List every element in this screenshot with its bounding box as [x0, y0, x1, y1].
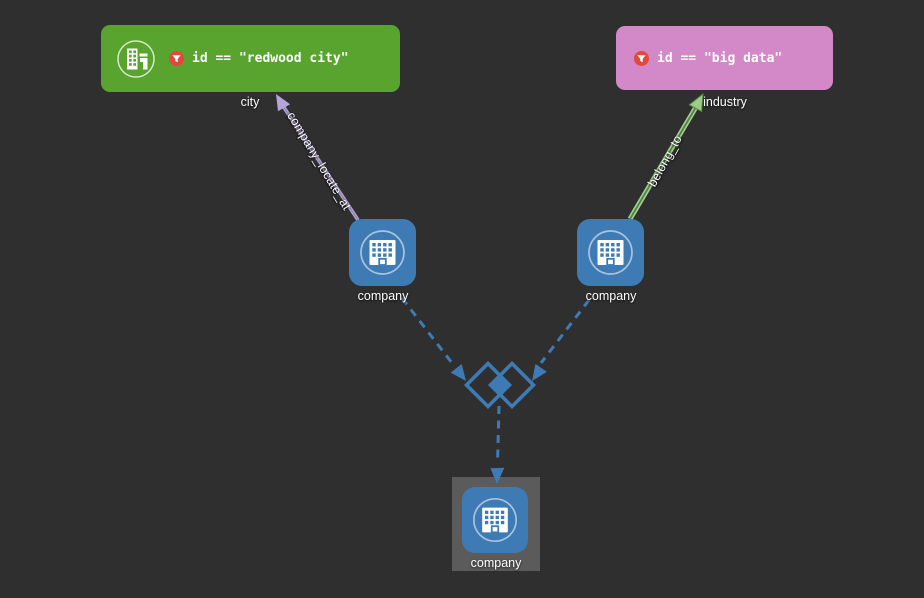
edge-line-core: [629, 106, 697, 220]
filter-label-city: city: [240, 95, 260, 109]
node-label-company-result: company: [470, 556, 522, 570]
edge-line-core: [282, 105, 359, 221]
dashed-edge-line: [496, 405, 501, 465]
edge-left-company-to-intersect[interactable]: [400, 297, 466, 381]
node-company-left[interactable]: [349, 219, 416, 286]
filter-funnel-icon: [634, 50, 649, 66]
arrowhead-icon: [532, 363, 547, 381]
edge-company-locate-at[interactable]: [276, 94, 360, 221]
node-company-right[interactable]: [577, 219, 644, 286]
filter-card-city[interactable]: id == "redwood city": [101, 25, 400, 92]
edge-intersect-to-result[interactable]: [490, 405, 505, 484]
city-buildings-icon: [117, 39, 155, 78]
dashed-edge-line: [539, 299, 591, 364]
edge-belong-to[interactable]: [627, 92, 704, 221]
filter-card-industry[interactable]: id == "big data": [616, 26, 833, 90]
filter-label-industry: industry: [703, 95, 747, 109]
dashed-edge-line: [400, 297, 454, 364]
arrowhead-icon: [490, 467, 505, 484]
arrowhead-icon: [276, 94, 291, 112]
arrowhead-icon: [450, 364, 466, 381]
filter-expression-industry: id == "big data": [657, 50, 783, 66]
office-building-icon: [360, 230, 405, 275]
node-company-result[interactable]: [462, 487, 528, 553]
office-building-icon: [472, 497, 518, 543]
node-label-company-right: company: [585, 289, 637, 303]
edge-right-company-to-intersect[interactable]: [532, 299, 591, 381]
arrowhead-icon: [688, 92, 704, 113]
intersect-operator[interactable]: [463, 360, 537, 410]
office-building-icon: [588, 230, 633, 275]
filter-funnel-icon: [169, 51, 184, 66]
node-label-company-left: company: [357, 289, 409, 303]
filter-expression-city: id == "redwood city": [192, 51, 349, 66]
intersection-fill-icon: [490, 375, 510, 395]
